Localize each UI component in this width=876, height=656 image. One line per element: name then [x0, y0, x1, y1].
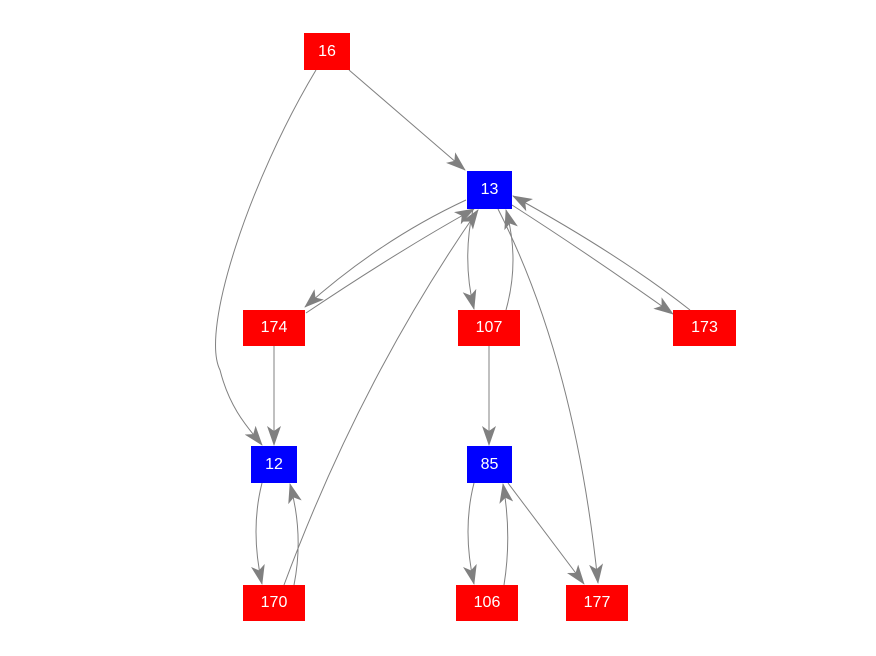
- node-12[interactable]: 12: [251, 446, 297, 483]
- node-label: 16: [318, 42, 336, 60]
- edge-85-to-177: [507, 482, 585, 585]
- edge-106-to-85: [499, 483, 514, 586]
- edge-173-to-13: [512, 195, 691, 311]
- node-label: 174: [260, 319, 288, 336]
- node-label: 12: [265, 455, 283, 473]
- node-label: 13: [480, 181, 499, 198]
- node-label: 107: [475, 319, 503, 336]
- node-13[interactable]: 13: [467, 171, 512, 209]
- node-85[interactable]: 85: [467, 446, 512, 483]
- edge-16-to-12: [215, 69, 317, 446]
- edge-16-to-13: [348, 69, 466, 171]
- node-label: 177: [583, 594, 611, 611]
- edge-12-to-170: [251, 482, 265, 585]
- node-16[interactable]: 16: [304, 33, 350, 70]
- node-170[interactable]: 170: [243, 585, 305, 621]
- node-label: 85: [480, 455, 499, 473]
- edge-85-to-106: [463, 482, 477, 585]
- edge-107-to-13: [504, 209, 518, 311]
- edge-13-to-174: [304, 199, 467, 308]
- node-label: 170: [260, 594, 288, 611]
- node-173[interactable]: 173: [673, 310, 736, 346]
- node-label: 106: [473, 594, 501, 611]
- node-177[interactable]: 177: [566, 585, 628, 621]
- edge-13-to-173: [511, 204, 674, 315]
- edge-170-to-13: [283, 209, 479, 586]
- edge-13-to-177: [497, 208, 604, 584]
- node-106[interactable]: 106: [456, 585, 518, 621]
- node-107[interactable]: 107: [458, 310, 520, 346]
- node-174[interactable]: 174: [243, 310, 305, 346]
- edge-170-to-12: [288, 483, 302, 586]
- node-label: 173: [691, 319, 718, 336]
- edge-174-to-13: [305, 208, 475, 314]
